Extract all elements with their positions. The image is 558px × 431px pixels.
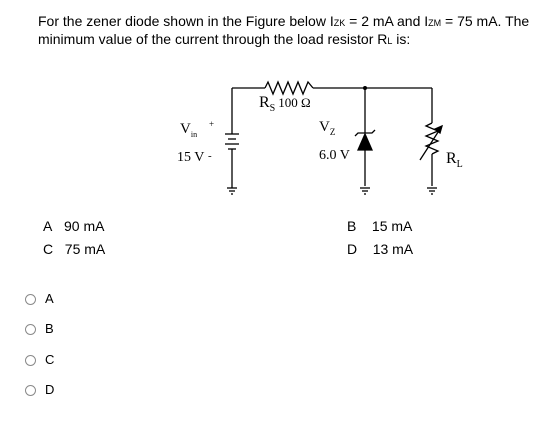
variable-arrow-head	[433, 124, 444, 135]
choice-c: C 75 mA	[43, 241, 106, 257]
choice-a: A 90 mA	[43, 218, 105, 234]
vin-value: 15 V	[177, 150, 204, 165]
rl-label: RL	[446, 150, 463, 170]
izk-subscript: zk	[333, 18, 346, 28]
radio-label-a: A	[45, 291, 54, 306]
choice-d: D 13 mA	[347, 241, 414, 257]
rl-subscript: L	[387, 36, 393, 46]
radio-option-a[interactable]: A	[25, 291, 54, 307]
series-resistor-rs	[264, 80, 314, 96]
radio-label-b: B	[45, 321, 54, 336]
vin-label: Vin	[180, 121, 197, 139]
vin-minus: -	[208, 150, 212, 162]
radio-label-c: C	[45, 352, 55, 367]
battery-vin	[225, 133, 239, 150]
ground-2	[360, 187, 370, 195]
load-resistor-rl	[424, 122, 440, 155]
radio-label-d: D	[45, 382, 55, 397]
radio-option-d[interactable]: D	[25, 382, 54, 398]
vz-value: 6.0 V	[319, 148, 350, 163]
question-line-1: For the zener diode shown in the Figure …	[38, 13, 530, 29]
radio-button-a[interactable]	[25, 293, 36, 305]
radio-option-b[interactable]: B	[25, 321, 54, 337]
vin-plus: +	[209, 119, 214, 129]
izm-subscript: zm	[428, 18, 442, 28]
radio-button-c[interactable]	[25, 354, 36, 366]
question-text: For the zener diode shown in the Figure …	[38, 13, 558, 49]
radio-button-d[interactable]	[25, 384, 36, 396]
question-line-2: minimum value of the current through the…	[38, 31, 411, 47]
ground-1	[227, 186, 237, 195]
ground-3	[427, 187, 437, 195]
choice-b: B 15 mA	[347, 218, 413, 234]
radio-button-b[interactable]	[25, 323, 36, 335]
zener-diode	[354, 129, 376, 151]
vz-label: VZ	[319, 119, 335, 137]
radio-option-c[interactable]: C	[25, 352, 54, 368]
junction-dot	[363, 86, 367, 90]
